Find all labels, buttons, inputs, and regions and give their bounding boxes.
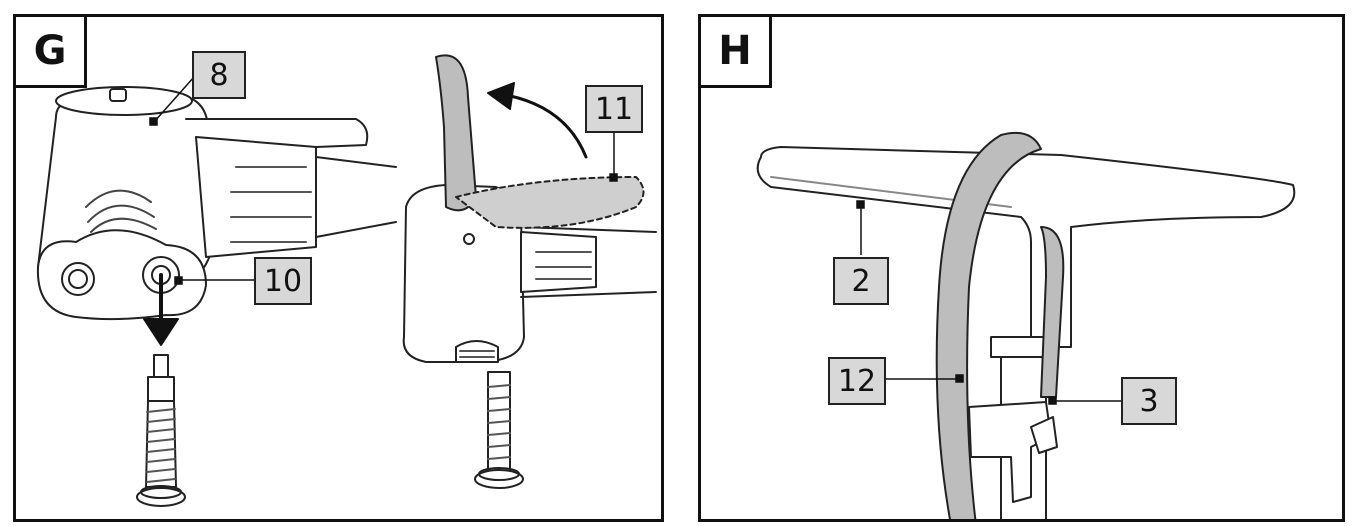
callout-10: 10 — [254, 257, 312, 305]
curved-arrow — [504, 93, 588, 159]
callout-12: 12 — [828, 357, 886, 405]
panel-letter: G — [16, 17, 87, 88]
callout-3: 3 — [1121, 377, 1177, 425]
hose-left — [315, 156, 397, 238]
panel-g-illustration — [36, 54, 657, 507]
panel-h: H 2 12 3 — [698, 14, 1345, 522]
lever-lowered — [455, 176, 645, 229]
valve-stem-left — [153, 354, 169, 378]
opening-large — [61, 262, 95, 296]
callout-8: 8 — [192, 51, 246, 99]
coupling-nut — [195, 136, 317, 258]
panel-letter: H — [701, 17, 772, 88]
valve-thread-left — [145, 400, 177, 488]
callout-11: 11 — [585, 85, 643, 133]
hose-loop — [935, 131, 1042, 519]
panel-g: G 8 10 11 — [13, 14, 664, 522]
vent-cap — [109, 88, 127, 102]
pump-head-right — [402, 184, 525, 363]
panel-h-illustration — [756, 131, 1296, 519]
lever-raised — [435, 54, 477, 212]
callout-2: 2 — [833, 257, 889, 305]
t-handle — [756, 146, 1296, 348]
valve-face — [36, 229, 207, 321]
arrow-down — [143, 318, 179, 346]
